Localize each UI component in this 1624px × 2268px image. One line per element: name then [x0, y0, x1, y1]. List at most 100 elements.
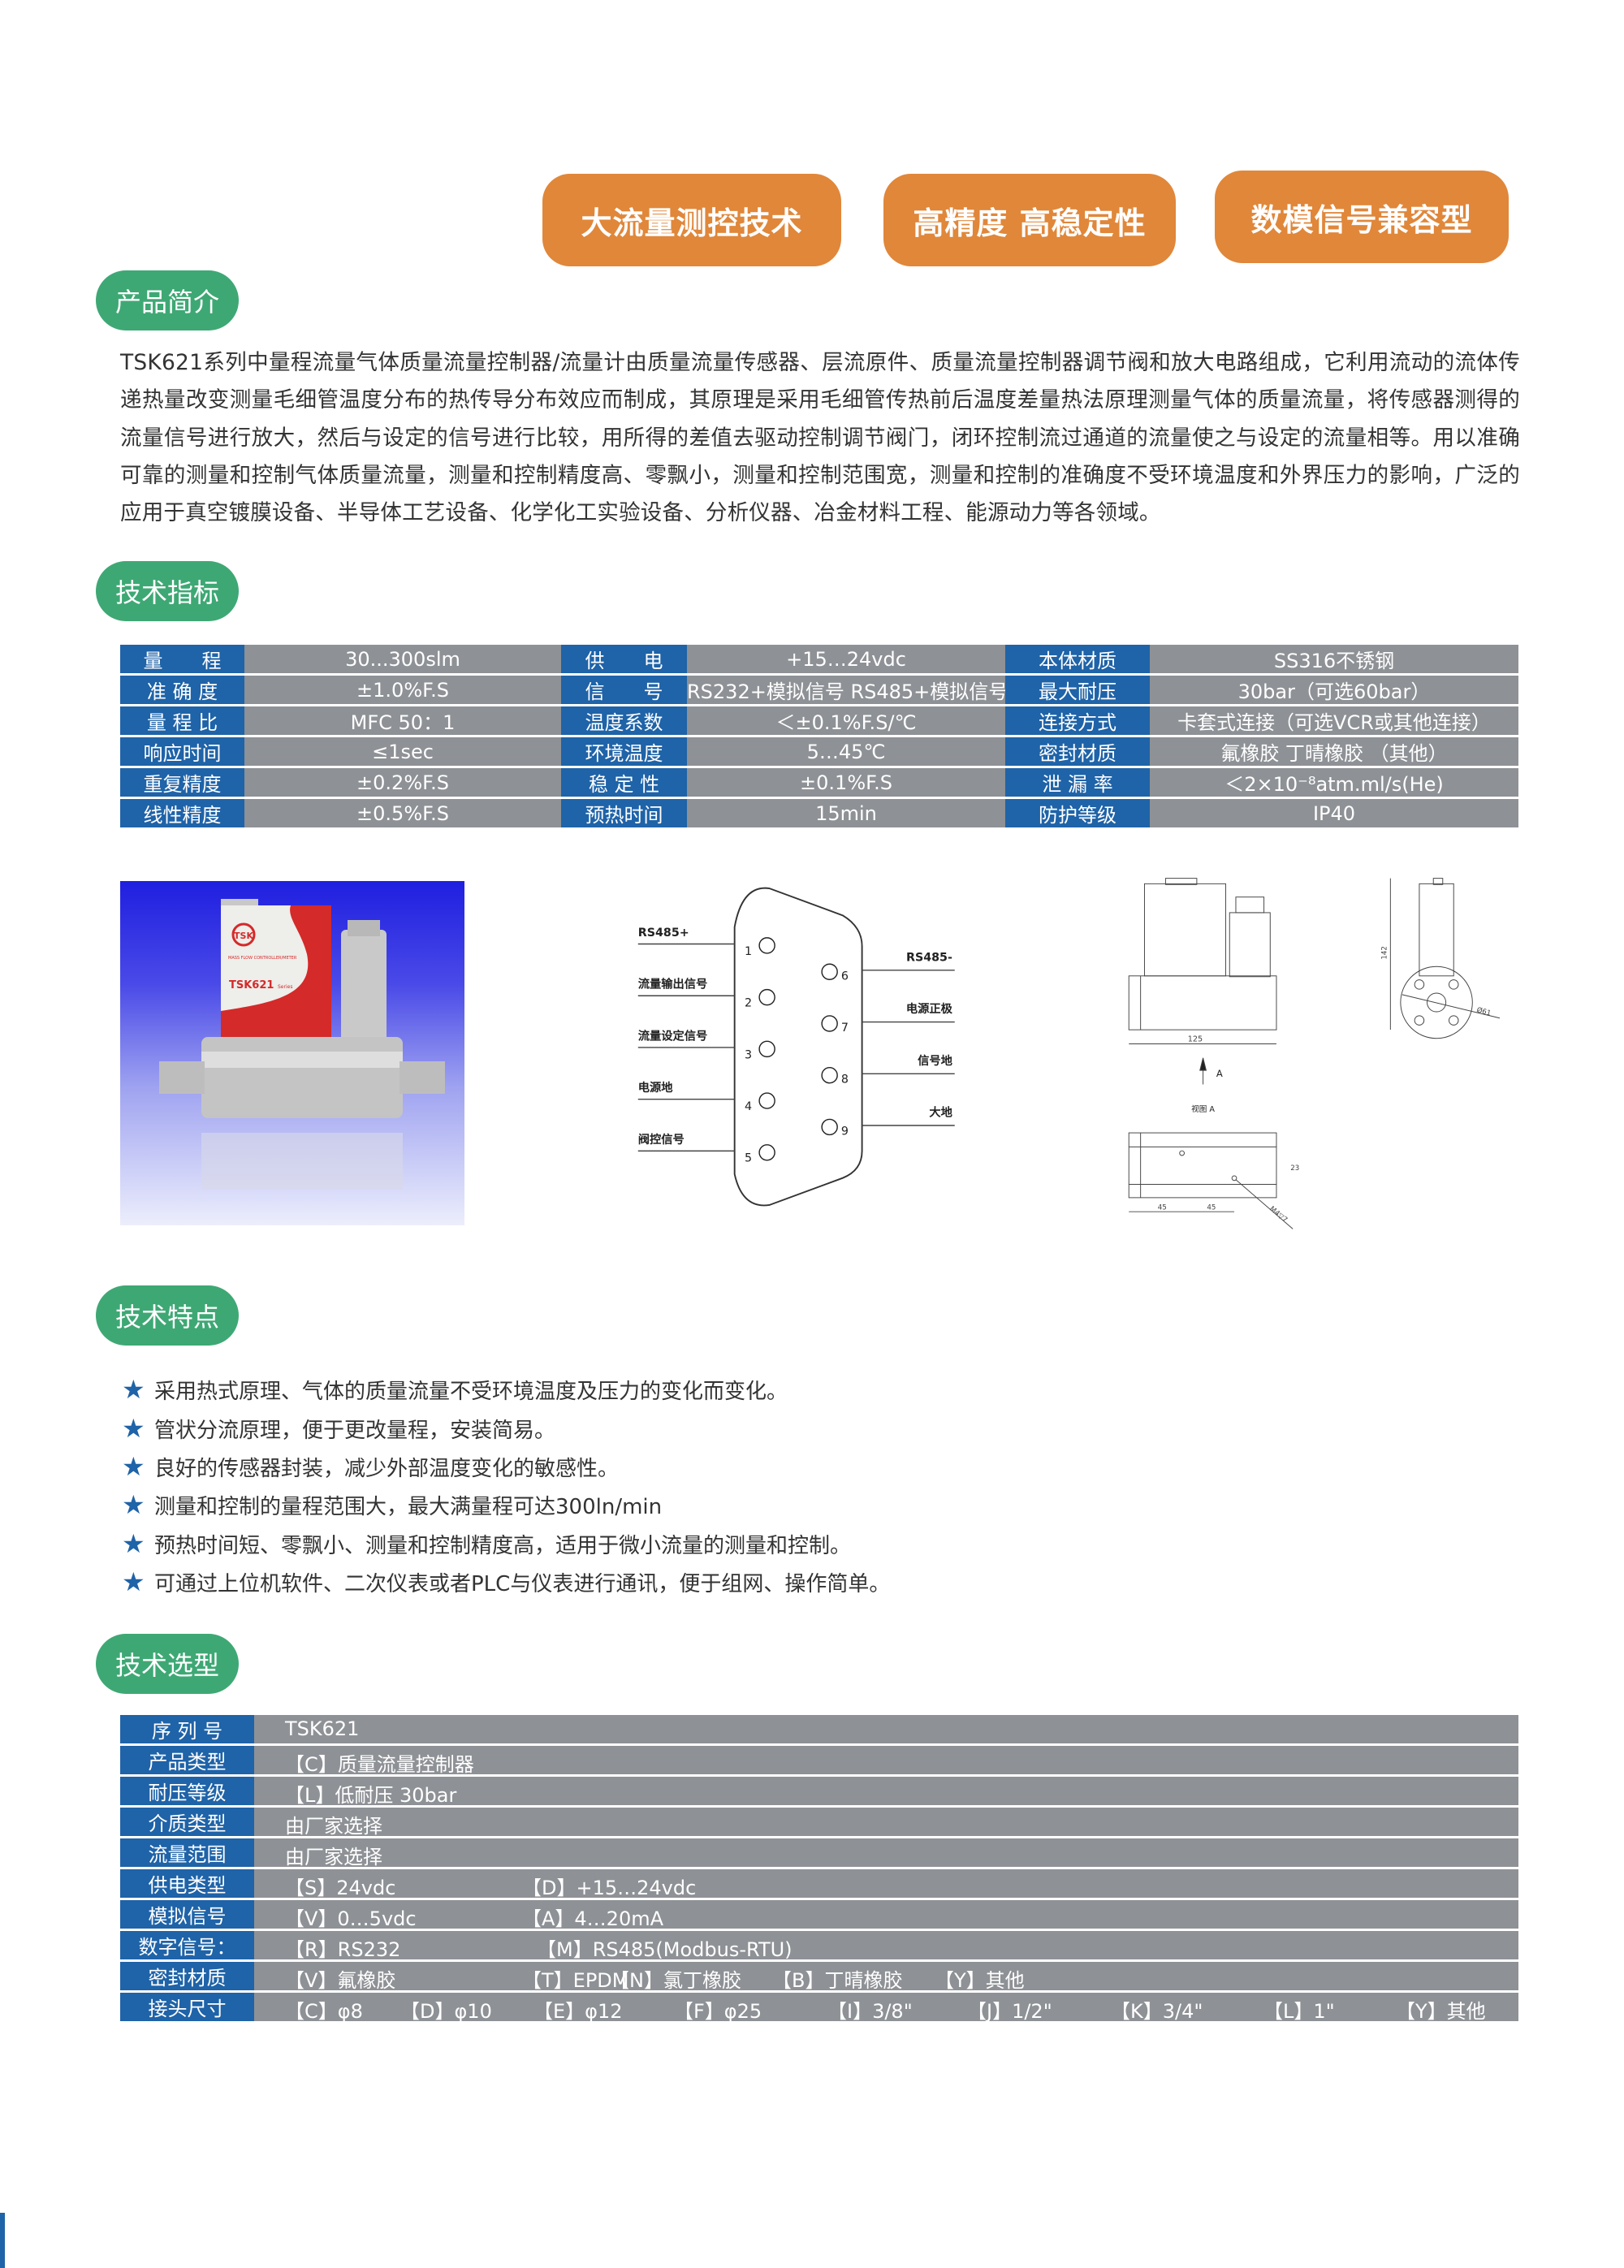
selection-option: 由厂家选择 — [285, 1846, 382, 1868]
selection-option: 【T】EPDM — [522, 1969, 629, 1992]
feature-item: ★预热时间短、零飘小、测量和控制精度高，适用于微小流量的测量和控制。 — [122, 1528, 851, 1559]
spec-label: 预热时间 — [561, 799, 687, 830]
spec-value: 30...300slm — [244, 645, 561, 676]
pin-number: 9 — [841, 1125, 849, 1138]
selection-row: 供电类型【S】24vdc【D】+15…24vdc — [120, 1869, 1518, 1900]
dim-offset-1: 45 — [1158, 1203, 1167, 1212]
selection-options: 【R】RS232【M】RS485(Modbus-RTU) — [254, 1931, 1518, 1962]
selection-option: 【E】φ12 — [533, 2000, 623, 2023]
feature-text: 测量和控制的量程范围大，最大满量程可达300ln/min — [154, 1494, 663, 1519]
star-icon: ★ — [122, 1374, 145, 1405]
pin-number: 6 — [841, 970, 849, 983]
selection-option: 【K】3/4" — [1111, 2000, 1203, 2023]
selection-option: 【L】1" — [1263, 2000, 1335, 2023]
selection-option: 【A】4…20mA — [522, 1907, 664, 1930]
dimension-drawing: 125 A 视图 A 45 45 23 M4▽7 142 Ø61 — [1113, 862, 1519, 1244]
section-header-specs: 技术指标 — [96, 561, 239, 621]
spec-value: ±1.0%F.S — [244, 676, 561, 706]
spec-value: MFC 50：1 — [244, 706, 561, 737]
photo-model: TSK621 — [229, 979, 274, 991]
feature-item: ★ 测量和控制的量程范围大，最大满量程可达300ln/min — [122, 1489, 662, 1520]
dim-diameter: Ø61 — [1475, 1005, 1492, 1017]
selection-option: TSK621 — [285, 1717, 360, 1740]
selection-row: 介质类型由厂家选择 — [120, 1808, 1518, 1838]
selection-row: 模拟信号【V】0…5vdc【A】4…20mA — [120, 1900, 1518, 1931]
pin-label: 电源地 — [638, 1080, 674, 1095]
selection-options: 【V】氟橡胶【T】EPDM【N】氯丁橡胶【B】丁晴橡胶【Y】其他 — [254, 1962, 1518, 1993]
selection-option: 【Y】其他 — [1396, 2000, 1486, 2023]
pin-label: RS485- — [906, 951, 952, 964]
selection-option: 【N】氯丁橡胶 — [610, 1969, 741, 1992]
pin-label: RS485+ — [638, 927, 689, 940]
pin-number: 3 — [745, 1048, 752, 1061]
selection-option: 【V】氟橡胶 — [285, 1969, 396, 1992]
spec-value: ＜±0.1%F.S/℃ — [687, 706, 1005, 737]
selection-label: 接头尺寸 — [120, 1993, 254, 2024]
pin-label: 阀控信号 — [638, 1132, 685, 1147]
feature-text: 管状分流原理，便于更改量程，安装简易。 — [154, 1418, 556, 1443]
pin-label: 流量输出信号 — [638, 977, 708, 991]
spec-label: 环境温度 — [561, 737, 687, 768]
pin-hole — [758, 1092, 775, 1109]
feature-text: 采用热式原理、气体的质量流量不受环境温度及压力的变化而变化。 — [154, 1379, 788, 1404]
photo-series: Series — [278, 984, 292, 990]
spec-value: 卡套式连接（可选VCR或其他连接） — [1150, 706, 1518, 737]
selection-options: 由厂家选择 — [254, 1838, 1518, 1869]
dim-offset-2: 45 — [1207, 1203, 1216, 1212]
selection-row: 耐压等级【L】低耐压 30bar — [120, 1777, 1518, 1808]
selection-option: 【D】+15…24vdc — [522, 1877, 697, 1899]
spec-label: 密封材质 — [1005, 737, 1150, 768]
pin-number: 7 — [841, 1022, 849, 1035]
selection-label: 数字信号： — [120, 1931, 254, 1962]
dim-thread: M4▽7 — [1268, 1205, 1289, 1225]
star-icon: ★ — [122, 1413, 145, 1444]
dim-spacing: 23 — [1290, 1164, 1299, 1173]
selection-row: 接头尺寸【C】φ8【D】φ10【E】φ12【F】φ25【I】3/8"【J】1/2… — [120, 1993, 1518, 2024]
star-icon: ★ — [122, 1489, 145, 1520]
pin-label: 流量设定信号 — [638, 1028, 708, 1043]
photo-logo: TSK — [234, 931, 253, 941]
section-header-selection: 技术选型 — [96, 1634, 239, 1694]
photo-subtitle: MASS FLOW CONTROLLER/METER — [228, 956, 297, 961]
selection-options: 【L】低耐压 30bar — [254, 1777, 1518, 1808]
selection-option: 【B】丁晴橡胶 — [772, 1969, 903, 1992]
selection-option: 【V】0…5vdc — [285, 1907, 417, 1930]
spec-label: 稳 定 性 — [561, 768, 687, 799]
selection-option: 【C】质量流量控制器 — [285, 1753, 474, 1776]
highlight-badge-precision: 高精度 高稳定性 — [883, 174, 1176, 266]
pin-hole — [821, 1015, 838, 1032]
highlight-badge-signal: 数模信号兼容型 — [1215, 171, 1509, 263]
spec-label: 温度系数 — [561, 706, 687, 737]
spec-value: IP40 — [1150, 799, 1518, 830]
selection-options: 由厂家选择 — [254, 1808, 1518, 1838]
selection-options: 【C】φ8【D】φ10【E】φ12【F】φ25【I】3/8"【J】1/2"【K】… — [254, 1993, 1518, 2024]
feature-item: ★ 管状分流原理，便于更改量程，安装简易。 — [122, 1413, 555, 1444]
selection-option: 【I】3/8" — [827, 2000, 913, 2023]
pin-label: 大地 — [929, 1105, 952, 1120]
spec-value: +15…24vdc — [687, 645, 1005, 676]
selection-label: 耐压等级 — [120, 1777, 254, 1808]
feature-text: 良好的传感器封装，减少外部温度变化的敏感性。 — [154, 1456, 620, 1481]
selection-label: 序 列 号 — [120, 1715, 254, 1746]
view-arrow-label: A — [1216, 1068, 1223, 1079]
star-icon: ★ — [122, 1566, 145, 1597]
pin-hole — [821, 1118, 838, 1136]
spec-value: 15min — [687, 799, 1005, 830]
pin-hole — [821, 963, 838, 980]
star-icon: ★ — [122, 1451, 145, 1482]
pin-label: 信号地 — [918, 1053, 953, 1068]
intro-paragraph: TSK621系列中量程流量气体质量流量控制器/流量计由质量流量传感器、层流原件、… — [120, 350, 1520, 526]
selection-options: 【S】24vdc【D】+15…24vdc — [254, 1869, 1518, 1900]
pin-number: 1 — [745, 945, 752, 958]
spec-label: 泄 漏 率 — [1005, 768, 1150, 799]
selection-label: 密封材质 — [120, 1962, 254, 1993]
highlight-badge-large-flow: 大流量测控技术 — [542, 174, 841, 266]
spec-value: ＜2×10⁻⁸atm.ml/s(He) — [1150, 768, 1518, 799]
dim-height: 142 — [1381, 946, 1389, 960]
